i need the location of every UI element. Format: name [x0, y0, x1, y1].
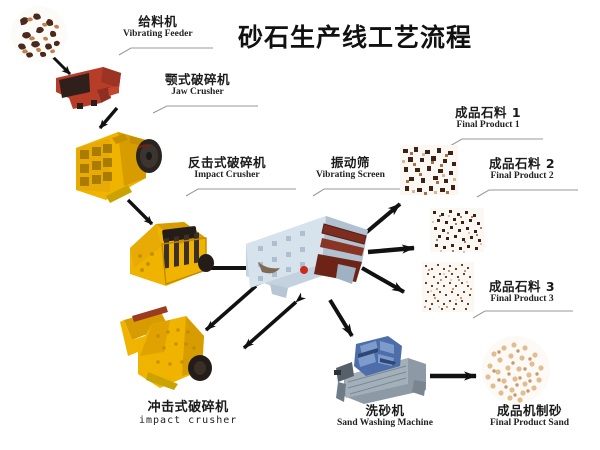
label-final-product-1-en: Final Product 1 [456, 120, 520, 130]
label-sand-making-machine: 冲击式破碎机 impact crusher [139, 400, 238, 427]
label-final-product-sand: 成品机制砂 Final Product Sand [490, 404, 569, 429]
sand-making-machine [108, 296, 214, 392]
label-final-product-sand-en: Final Product Sand [490, 418, 570, 428]
label-vibrating-screen-cn: 振动筛 [330, 155, 370, 170]
label-impact-crusher: 反击式破碎机 Impact Crusher [188, 156, 266, 181]
arrow-screen-to-product3 [361, 266, 405, 294]
label-sand-making-machine-en: impact crusher [139, 415, 238, 426]
arrow-feeder-to-jaw [98, 106, 119, 130]
arrow-screen-to-product2 [367, 244, 415, 255]
raw-material-pile [10, 6, 68, 62]
arrow-screen-to-washer [328, 298, 354, 338]
label-vibrating-feeder: 给料机 Vibrating Feeder [123, 15, 193, 40]
final-product-2-sample [430, 208, 484, 253]
final-product-3-sample [422, 262, 474, 312]
label-impact-crusher-cn: 反击式破碎机 [188, 155, 267, 170]
label-final-product-2: 成品石料 2 Final Product 2 [489, 157, 555, 182]
label-jaw-crusher: 颚式破碎机 Jaw Crusher [165, 73, 230, 98]
impact-crusher-machine [122, 216, 214, 290]
arrow-sandmaker-to-screen [204, 276, 267, 332]
label-vibrating-feeder-en: Vibrating Feeder [123, 29, 193, 39]
label-jaw-crusher-en: Jaw Crusher [171, 87, 224, 97]
label-sand-making-machine-cn: 冲击式破碎机 [147, 400, 229, 415]
final-product-sand-pile [480, 336, 552, 404]
arrow-jaw-to-impact [126, 198, 154, 226]
label-jaw-crusher-cn: 颚式破碎机 [165, 72, 231, 87]
arrow-screen-to-product1 [360, 202, 402, 238]
label-final-product-3: 成品石料 3 Final Product 3 [489, 280, 555, 305]
label-vibrating-screen: 振动筛 Vibrating Screen [316, 156, 385, 181]
jaw-crusher-machine [68, 128, 164, 206]
label-final-product-3-cn: 成品石料 3 [489, 279, 556, 294]
label-vibrating-feeder-cn: 给料机 [138, 14, 178, 29]
final-product-1-sample [400, 145, 458, 195]
label-impact-crusher-en: Impact Crusher [194, 170, 260, 180]
arrow-screen-to-sandmaker [242, 292, 307, 350]
leader-lines [118, 47, 578, 319]
label-final-product-1-cn: 成品石料 1 [455, 105, 522, 120]
label-final-product-3-en: Final Product 3 [490, 294, 554, 304]
label-sand-washing-machine-cn: 洗砂机 [365, 403, 405, 418]
label-final-product-2-en: Final Product 2 [490, 171, 554, 181]
sand-washing-machine [330, 334, 430, 408]
label-sand-washing-machine: 洗砂机 Sand Washing Machine [337, 404, 433, 429]
page-title: 砂石生产线工艺流程 [238, 23, 473, 52]
label-final-product-1: 成品石料 1 Final Product 1 [455, 106, 521, 131]
label-vibrating-screen-en: Vibrating Screen [316, 170, 385, 180]
label-final-product-sand-cn: 成品机制砂 [497, 403, 563, 418]
label-final-product-2-cn: 成品石料 2 [489, 156, 556, 171]
vibrating-screen-machine [242, 206, 374, 302]
label-sand-washing-machine-en: Sand Washing Machine [337, 418, 433, 428]
vibrating-feeder-machine [53, 62, 123, 110]
